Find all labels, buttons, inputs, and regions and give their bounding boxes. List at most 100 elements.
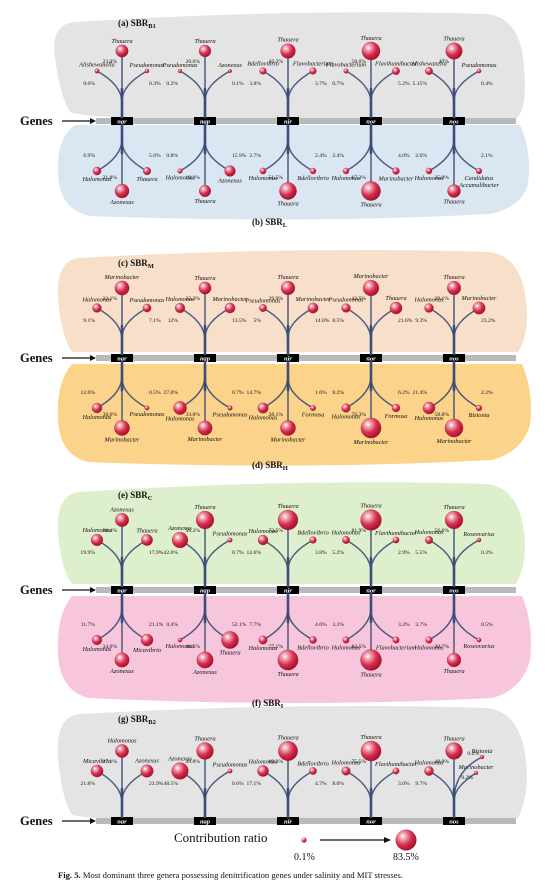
genus-label: Pseudomonas xyxy=(162,62,199,69)
figure-caption: Fig. 5. Most dominant three genera posse… xyxy=(58,870,403,880)
genus-label: Thauera xyxy=(360,734,381,741)
contribution-marker xyxy=(90,764,104,778)
contribution-marker xyxy=(342,636,350,644)
genus-label: Thauera xyxy=(443,736,464,743)
gene-nor-lower-tree: Halomonas2.4%Thauera67.3%Marinobacter4.0… xyxy=(330,123,414,209)
gene-nos-upper-tree: Alishewanella5.15%Thauera47%Pseudomonas0… xyxy=(410,36,497,119)
gene-nir-label: nir xyxy=(277,817,299,825)
percentage-label: 28.4% xyxy=(103,528,118,534)
contribution-marker xyxy=(425,167,433,175)
contribution-marker xyxy=(224,302,236,314)
percentage-label: 27.0% xyxy=(164,390,179,396)
percentage-label: 21.4% xyxy=(413,390,428,396)
contribution-marker xyxy=(91,634,103,646)
genus-label: Halomonas xyxy=(413,415,444,422)
gene-nir-label: nir xyxy=(277,354,299,362)
percentage-label: 47% xyxy=(439,59,450,65)
contribution-marker xyxy=(360,649,382,671)
contribution-marker xyxy=(114,183,130,199)
svg-text:nar: nar xyxy=(117,355,127,362)
percentage-label: 6.9% xyxy=(83,153,95,159)
genus-label: Thauera xyxy=(277,37,298,44)
percentage-label: 19.9% xyxy=(81,550,96,556)
genus-label: Halomonas xyxy=(330,760,361,767)
percentage-label: 4.0% xyxy=(398,153,410,159)
contribution-marker xyxy=(140,764,154,778)
contribution-marker xyxy=(177,168,183,174)
percentage-label: 2.2% xyxy=(481,390,493,396)
percentage-label: 13.5% xyxy=(232,318,247,324)
genus-label: Halomonas xyxy=(247,645,278,652)
contribution-marker xyxy=(425,536,433,544)
contribution-marker xyxy=(309,636,317,644)
gene-nar-upper-tree: Micavibrio21.8%Halomonas27.1%Azonexus23.… xyxy=(81,737,164,819)
percentage-label: 8.5% xyxy=(332,318,344,324)
genus-label: Micavibrio xyxy=(82,758,111,765)
genus-label: Marinobacter xyxy=(353,273,390,280)
percentage-label: 3.8% xyxy=(315,550,327,556)
genus-label: Azonexus xyxy=(134,758,159,765)
genus-label: Halomonas xyxy=(413,644,444,651)
contribution-marker xyxy=(309,767,317,775)
genus-label: Thauera xyxy=(360,202,381,209)
genus-label: Bdellovibrio xyxy=(297,530,328,537)
percentage-label: 83.5% xyxy=(352,644,367,650)
gene-nos-upper-tree: Halomonas9.3%Thauera29.1%Marinobacter23.… xyxy=(413,274,497,356)
genus-label: Flavobacterium xyxy=(375,644,417,651)
genus-label: Marinobacter xyxy=(104,437,141,444)
percentage-label: 33.8% xyxy=(186,412,201,418)
percentage-label: 0.1% xyxy=(232,81,244,87)
genus-label: Formosa xyxy=(301,412,325,419)
percentage-label: 0.3% xyxy=(481,550,493,556)
percentage-label: 29.9% xyxy=(269,296,284,302)
genus-label: Halomonas xyxy=(81,527,112,534)
contribution-marker xyxy=(114,420,130,436)
contribution-marker xyxy=(392,536,400,544)
percentage-label: 2.9% xyxy=(398,550,410,556)
contribution-marker xyxy=(342,167,350,175)
panel-b-background xyxy=(57,125,530,220)
genus-label: Halomonas xyxy=(330,529,361,536)
contribution-marker xyxy=(392,767,400,775)
genus-label: Bdellovibrio xyxy=(247,61,278,68)
contribution-marker xyxy=(198,44,212,58)
genus-label: Halomonas xyxy=(330,175,361,182)
genus-label: Thauera xyxy=(136,176,157,183)
contribution-marker xyxy=(197,420,213,436)
gene-nir-upper-tree: Halomonas17.1%Thauera69.3%Bdellovibrio4.… xyxy=(247,734,329,819)
percentage-label: 9.7% xyxy=(415,781,427,787)
contribution-marker xyxy=(94,68,100,74)
gene-bar-3 xyxy=(96,587,516,593)
contribution-marker xyxy=(425,67,433,75)
percentage-label: 21.6% xyxy=(398,318,413,324)
contribution-marker xyxy=(309,67,317,75)
svg-text:Genes: Genes xyxy=(20,814,53,828)
percentage-label: 2.6% xyxy=(415,153,427,159)
percentage-label: 7.7% xyxy=(249,622,261,628)
gene-nos-upper-tree: Halomonas9.7%Thauera48.9%Marinobacter0.2… xyxy=(413,736,494,819)
legend-arrowhead xyxy=(384,837,391,843)
contribution-marker xyxy=(227,405,233,411)
genus-label: Azonexus xyxy=(109,506,134,513)
panel-f-background xyxy=(57,596,532,703)
genus-label: Thauera xyxy=(443,504,464,511)
percentage-label: 5.6% xyxy=(149,153,161,159)
contribution-marker xyxy=(115,44,129,58)
genus-label: Thauera xyxy=(277,274,298,281)
percentage-label: 6.2% xyxy=(398,390,410,396)
genus-label: Formosa xyxy=(384,413,408,420)
contribution-marker xyxy=(341,303,351,313)
genus-label: Bdellovibrio xyxy=(297,645,328,652)
contribution-marker xyxy=(259,67,267,75)
contribution-marker xyxy=(389,301,403,315)
genus-label: Flavobacterium xyxy=(325,62,367,69)
genus-label: Pseudomonas xyxy=(328,297,365,304)
percentage-label: 1.6% xyxy=(315,390,327,396)
genus-label: Halomonas xyxy=(413,529,444,536)
percentage-label: 4.6% xyxy=(315,622,327,628)
